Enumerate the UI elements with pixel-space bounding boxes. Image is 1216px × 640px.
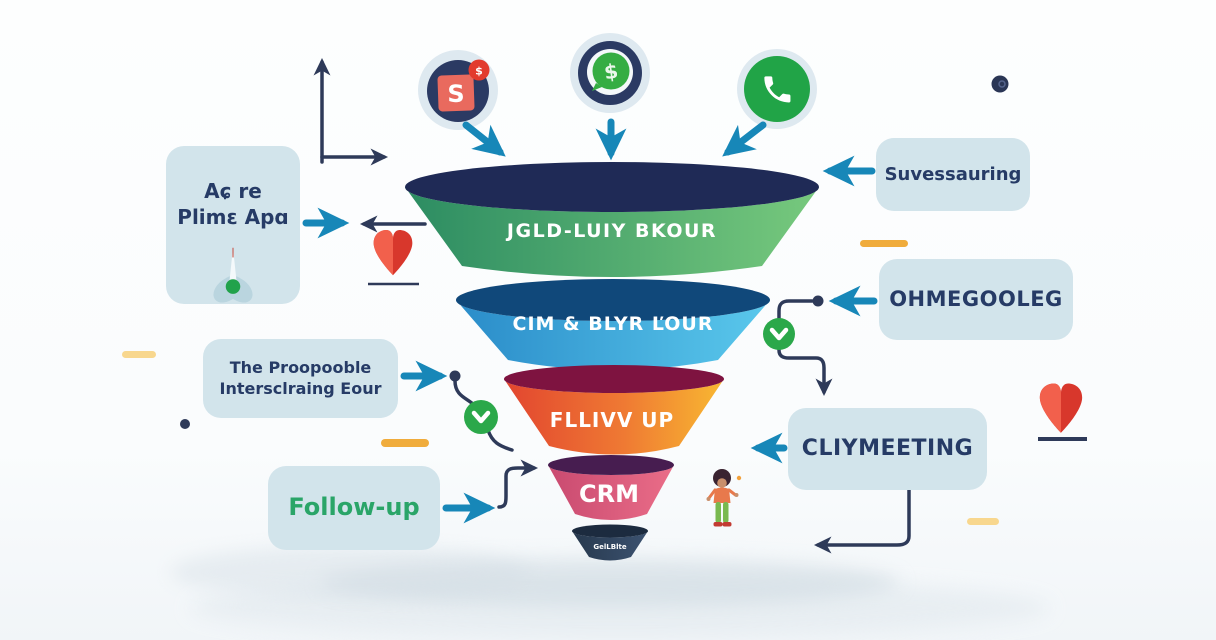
box-arrows <box>302 155 878 524</box>
ohmegooleg-box: OHMEGOOLEG <box>879 259 1073 340</box>
elbow-followup-to-funnel <box>497 459 539 509</box>
cliymeeting-box: CLIYMEETING <box>788 408 987 490</box>
arrow-phone-to-funnel <box>722 121 767 157</box>
funnel-stage-3-label: FLLIVV UP <box>550 408 674 432</box>
heart-icon-left <box>373 230 413 276</box>
paper-plane-icon <box>213 247 253 303</box>
cliymeeting-box-label: CLIYMEETING <box>801 435 974 461</box>
dash-accent-center-left <box>381 439 429 447</box>
funnel-stage-4-label: CRM <box>579 480 639 508</box>
whatsapp-money-icon: $ <box>570 33 650 113</box>
navy-connectors <box>313 57 911 554</box>
age-box-line1: Aɕ re <box>204 179 262 203</box>
dash-accent-right-top <box>860 240 908 247</box>
person-illustration <box>706 469 742 527</box>
check-badge-left <box>464 400 498 434</box>
funnel-stage-2: CIM & BLYR ĽOUR <box>456 279 770 370</box>
phone-call-icon <box>737 49 817 129</box>
suvessauring-box-label: Suvessauring <box>884 163 1022 185</box>
curve-check-to-funnel-left <box>486 428 514 452</box>
age-box-line2: Plimɛ Apɑ <box>177 205 289 229</box>
funnel-stage-1-label: JGLD-LUIY BKOUR <box>505 220 717 242</box>
funnel-stage-1: JGLD-LUIY BKOUR <box>405 162 819 277</box>
whatsapp-money-glyph: $ <box>603 59 620 85</box>
dash-accent-left <box>122 351 156 358</box>
funnel-stage-5-label: GelLBlte <box>593 543 626 551</box>
connector-dot-right <box>812 295 824 307</box>
connector-dot-left <box>449 370 461 382</box>
curve-dot-to-check-left <box>453 379 476 407</box>
proposal-box-line1: The Proopooble <box>229 357 372 377</box>
funnel-stage-3: FLLIVV UP <box>504 365 724 455</box>
funnel-stage-5: GelLBlte <box>572 524 648 561</box>
storefront-app-icon: S $ <box>418 50 498 130</box>
age-plime-apa-box: Aɕ re Plimɛ Apɑ <box>166 146 300 304</box>
decor-dot-top-right <box>991 75 1009 93</box>
decor-dot-left <box>180 419 190 429</box>
funnel-stage-2-label: CIM & BLYR ĽOUR <box>513 313 714 335</box>
ohmegooleg-box-label: OHMEGOOLEG <box>889 286 1063 311</box>
funnel-stage-4: CRM <box>548 455 674 520</box>
funnel: JGLD-LUIY BKOUR CIM & BLYR ĽOUR FLLIVV U… <box>405 162 819 561</box>
icon-arrows <box>462 118 767 161</box>
arrow-store-to-funnel <box>462 121 506 157</box>
check-badge-right <box>763 318 795 350</box>
follow-up-box: Follow-up <box>268 466 440 550</box>
proposal-box-line2: Intersclraing Eour <box>219 378 382 398</box>
proposal-box: The Proopooble Intersclraing Eour <box>203 339 398 418</box>
follow-up-box-label: Follow-up <box>288 493 420 522</box>
heart-icon-right <box>1039 383 1083 433</box>
price-badge <box>468 59 490 81</box>
elbow-dot-to-cliy-box <box>777 299 833 397</box>
suvessauring-box: Suvessauring <box>876 138 1030 211</box>
price-badge-label: $ <box>475 65 483 78</box>
storefront-letter: S <box>447 80 464 108</box>
elbow-cliy-box-down-left <box>813 488 911 554</box>
ground-shadow <box>170 546 1050 638</box>
dash-accent-right-bottom <box>967 518 999 525</box>
